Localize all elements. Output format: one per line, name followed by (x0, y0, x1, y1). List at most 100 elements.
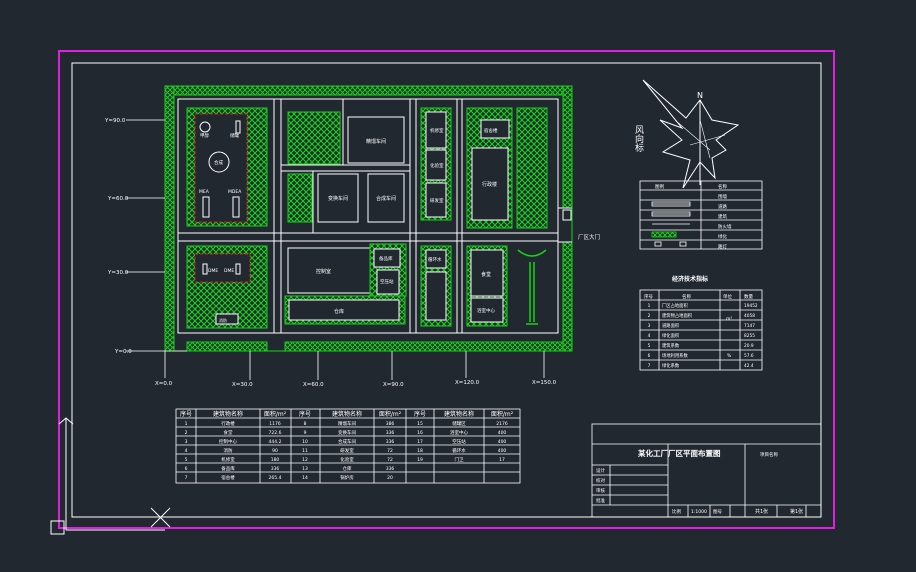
econ-row-name: 建筑系数 (662, 342, 680, 349)
econ-table (639, 289, 763, 371)
role-review: 审核 (596, 487, 605, 494)
econ-row-qty: 42.4 (744, 363, 754, 369)
legend-row-3: 防火墙 (718, 223, 732, 230)
ucs-icon (50, 417, 165, 535)
econ-row-qty: 8255 (744, 333, 755, 339)
bt-cell: 控制中心 (219, 438, 237, 445)
bt-cell: 12 (302, 457, 308, 463)
bt-cell: 400 (498, 439, 507, 445)
label-b23: 消防 (219, 317, 227, 323)
label-b18: 空压站 (380, 278, 394, 285)
label-b8: 精馏车间 (366, 138, 386, 145)
bt-header: 序号 (299, 410, 311, 418)
bt-cell: 1176 (269, 421, 281, 427)
bt-cell: 265.4 (269, 475, 282, 481)
bt-header: 面积/m² (379, 410, 402, 418)
title-block-text: 某化工厂厂区平面布置图 项目名称 设计 校对 审核 批准 比例 1:1000 图… (596, 448, 803, 515)
x-label-1: X=30.0 (232, 382, 253, 388)
wind-rose: N 风向标 (633, 79, 740, 189)
bt-header: 建筑物名称 (444, 410, 474, 418)
bt-header: 面积/m² (264, 410, 287, 418)
econ-row-qty: 4058 (744, 313, 755, 319)
bt-cell: 400 (498, 430, 507, 436)
legend-row-4: 绿化 (718, 233, 727, 240)
econ-row-no: 5 (648, 343, 651, 349)
wind-rose-label: 风向标 (633, 125, 644, 153)
bt-cell: 循环水 (452, 447, 466, 454)
bt-cell: 7 (185, 475, 188, 481)
bt-cell: 4 (185, 448, 188, 454)
bt-cell: 化验室 (340, 456, 354, 463)
y-label-0: Y=90.0 (104, 118, 126, 124)
bt-cell: 20 (387, 475, 393, 481)
label-b2: 储罐 (230, 132, 239, 139)
north-label: N (697, 91, 703, 100)
bt-cell: 食堂 (224, 429, 233, 436)
bt-cell: 备品库 (221, 465, 235, 472)
econ-unit-pct: % (727, 353, 732, 359)
econ-row-qty: 57.6 (744, 353, 754, 359)
bt-cell: 15 (417, 421, 423, 427)
bt-cell: 储罐区 (452, 420, 466, 427)
label-b19: 循环水 (428, 256, 442, 263)
bt-cell: 精馏车间 (338, 420, 356, 427)
bt-header: 面积/m² (491, 410, 514, 418)
label-b6: DME (208, 268, 218, 274)
econ-row-name: 绿化系数 (662, 362, 680, 369)
legend-row-2: 建筑 (718, 213, 727, 220)
econ-row-name: 绿化面积 (662, 332, 680, 339)
bt-cell: 336 (386, 430, 395, 436)
bt-cell: 14 (302, 475, 308, 481)
bt-cell: 72 (387, 448, 393, 454)
sheet-count: 共1张 (755, 508, 768, 515)
label-b10: 合成车间 (376, 195, 396, 202)
bt-cell: 336 (271, 466, 280, 472)
bt-cell: 变换车间 (338, 429, 356, 436)
y-label-3: Y=0.0 (114, 349, 132, 355)
bt-cell: 386 (386, 421, 395, 427)
building-labels: 甲醇 储罐 MEA MDEA 合成 DME DME 精馏车间 变换车间 合成车间… (199, 127, 600, 323)
bt-cell: 336 (386, 439, 395, 445)
scale-label: 比例 (672, 508, 681, 515)
econ-row-no: 6 (648, 353, 651, 359)
bt-cell: 13 (302, 466, 308, 472)
bt-cell: 336 (386, 466, 395, 472)
cursor-crosshair (150, 507, 171, 528)
bt-cell: 180 (271, 457, 280, 463)
legend-row-5: 路灯 (718, 243, 727, 250)
role-design: 设计 (596, 467, 605, 474)
bt-cell: 5 (185, 457, 188, 463)
label-b14: 宿舍楼 (484, 127, 498, 134)
gate-label: 厂区大门 (578, 233, 600, 241)
econ-text: 经济技术指标 序号 名称 单位 数量 m² % (644, 275, 753, 359)
econ-row-no: 1 (648, 303, 651, 309)
bt-cell: 72 (387, 457, 393, 463)
label-b15: 行政楼 (482, 181, 497, 188)
econ-unit-area: m² (726, 317, 732, 322)
econ-row-qty: 19452 (744, 303, 758, 309)
bt-cell: 行政楼 (221, 420, 235, 427)
x-label-4: X=120.0 (455, 380, 480, 386)
legend-header-0: 图例 (655, 183, 664, 190)
bt-cell: 锅炉房 (340, 474, 354, 481)
building-table-grid (175, 408, 521, 484)
legend-text: 图例 名称 围墙 道路 建筑 防火墙 绿化 路灯 (655, 183, 732, 250)
role-check: 校对 (596, 477, 605, 484)
bt-cell: 浴室中心 (450, 429, 468, 436)
econ-header-1: 名称 (682, 293, 691, 300)
bt-cell: 400 (498, 448, 507, 454)
bt-cell: 444.2 (269, 439, 282, 445)
grid-labels: Y=90.0 Y=60.0 Y=30.0 Y=0.0 X=0.0 X=30.0 … (104, 118, 557, 388)
econ-row-no: 4 (648, 333, 651, 339)
bt-cell: 19 (417, 457, 423, 463)
role-approve: 批准 (596, 497, 605, 504)
label-b11: 机修室 (430, 127, 444, 134)
label-b4: MDEA (228, 189, 242, 195)
label-b17: 备品库 (379, 255, 393, 262)
bt-cell: 2 (185, 430, 188, 436)
econ-row-name: 道路面积 (662, 322, 680, 329)
econ-header-0: 序号 (644, 293, 653, 300)
legend-row-1: 道路 (718, 203, 727, 210)
x-label-0: X=0.0 (155, 381, 173, 387)
